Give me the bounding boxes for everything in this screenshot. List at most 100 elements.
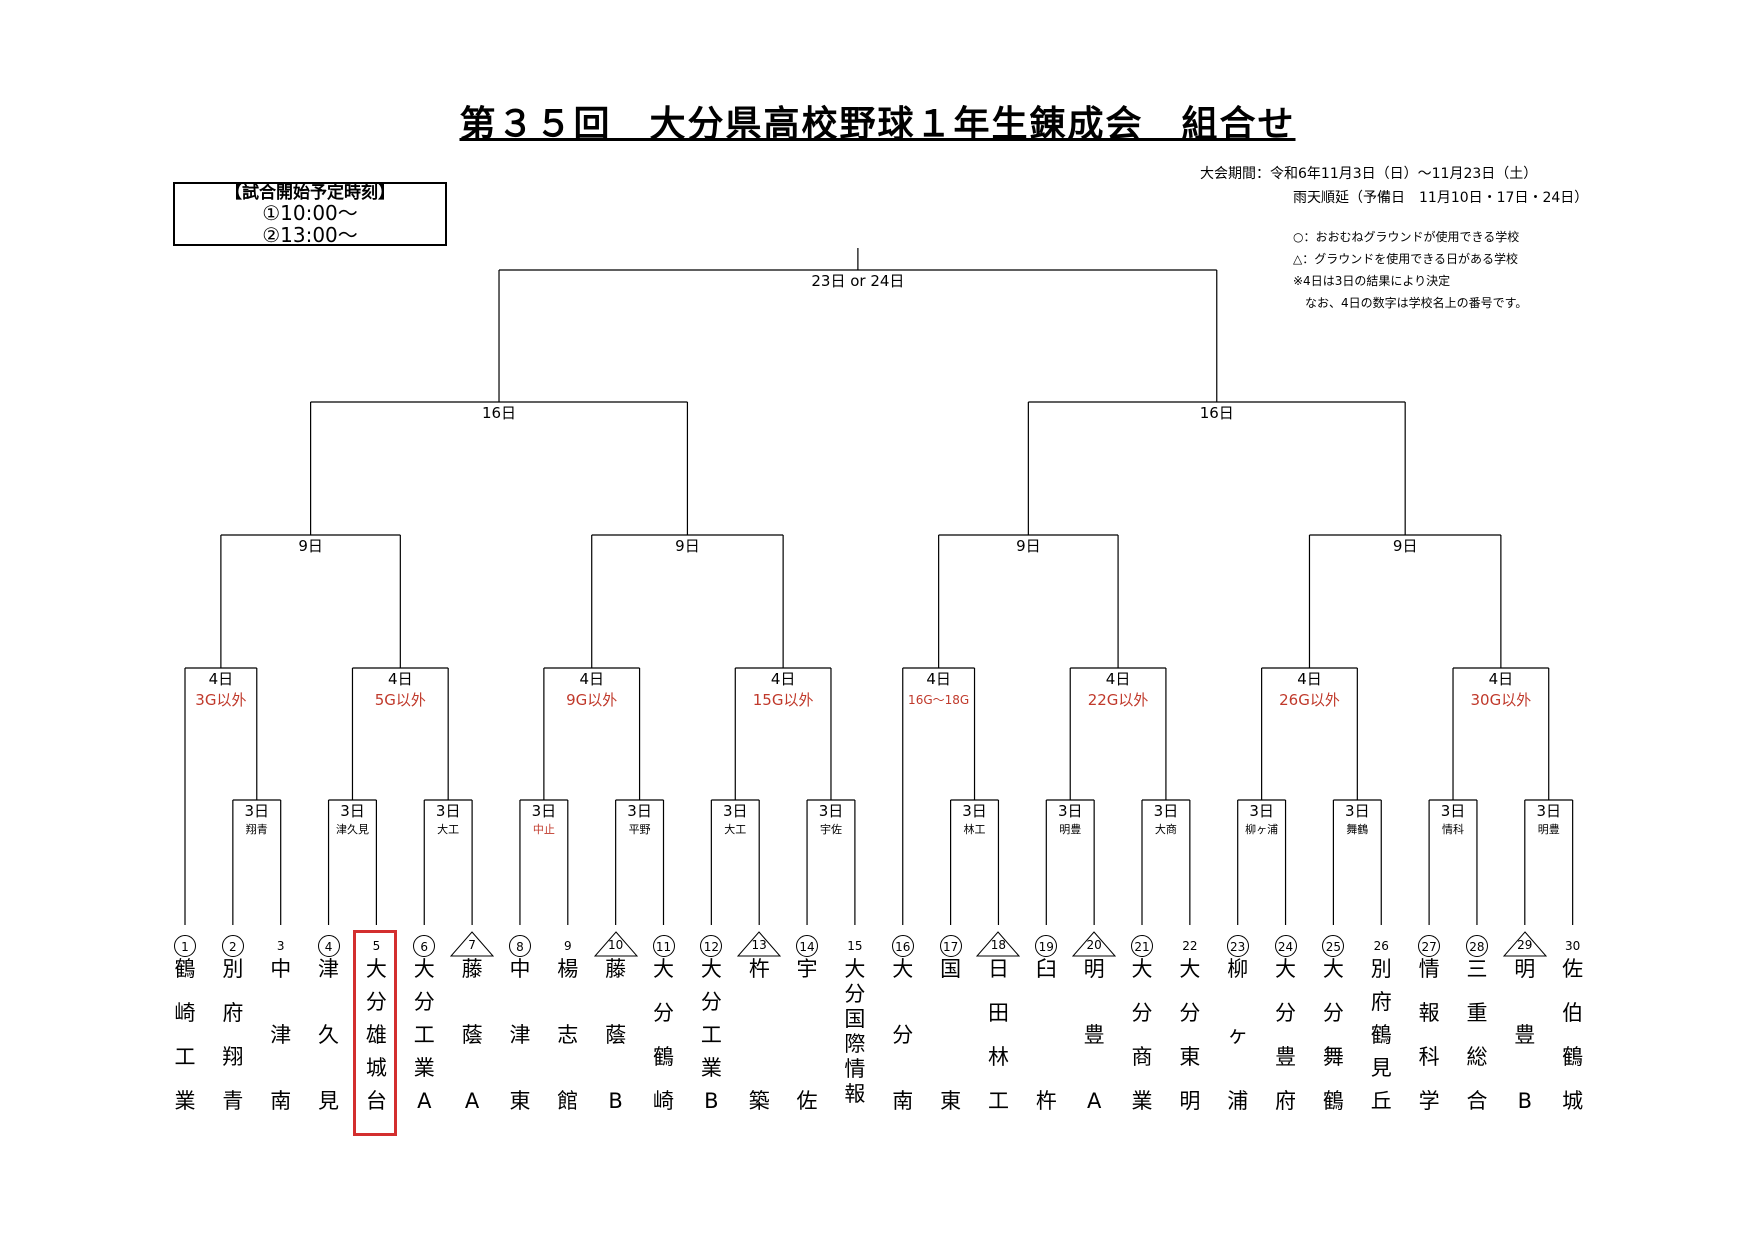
team-name-char: 工: [174, 1045, 196, 1069]
team-name: 杵築: [741, 957, 777, 1127]
team-number: 18: [990, 938, 1007, 952]
team-name-char: 林: [987, 1045, 1009, 1069]
team-name-char: 分: [700, 990, 722, 1014]
r1-venue-label: 中止: [532, 823, 555, 836]
team-name-char: 津: [318, 957, 340, 981]
team-name: 鶴崎工業: [167, 957, 203, 1127]
team-name-char: 豊: [1514, 1023, 1536, 1047]
team-name-char: 柳: [1227, 957, 1249, 981]
team-name-char: 大: [892, 957, 914, 981]
team-name-char: 情: [1418, 957, 1440, 981]
r2-exception-label: 16G～18G: [908, 693, 970, 707]
team-name-char: 丘: [1370, 1089, 1392, 1113]
team-name-char: 浦: [1227, 1089, 1249, 1113]
team-name-char: A: [417, 1089, 432, 1113]
team-name: 大分南: [885, 957, 921, 1127]
r1-venue-label: 情科: [1442, 823, 1465, 836]
r1-date-label: 3日: [818, 802, 844, 820]
r1-date-label: 3日: [1536, 802, 1561, 820]
circled-team-number: 14: [796, 935, 819, 957]
team-name-char: 大: [844, 957, 866, 981]
team-name-char: 学: [1418, 1089, 1440, 1113]
r2-exception-label: 15G以外: [752, 691, 814, 709]
team-name: 別府鶴見丘: [1363, 957, 1399, 1127]
team-name-char: 鶴: [1562, 1045, 1584, 1069]
team-name-char: 業: [1131, 1089, 1153, 1113]
r1-venue-label: 舞鶴: [1346, 823, 1369, 836]
team-name-char: 台: [365, 1089, 387, 1113]
start-time-box: 【試合開始予定時刻】 ①10:00～ ②13:00～: [173, 182, 447, 246]
triangle-team-number: 10: [593, 931, 638, 957]
team-name-char: 蔭: [461, 1023, 483, 1047]
team-name-char: B: [704, 1089, 719, 1113]
team-name: 大分東明: [1172, 957, 1208, 1127]
team-name-char: 業: [413, 1056, 435, 1080]
team-name: 別府翔青: [215, 957, 251, 1127]
team-name-char: 南: [892, 1089, 914, 1113]
team-name: 大分豊府: [1268, 957, 1304, 1127]
team-name: 臼杵: [1028, 957, 1064, 1127]
team-name-char: 鶴: [174, 957, 196, 981]
team-name-char: 佐: [1562, 957, 1584, 981]
team-name-char: 分: [844, 982, 866, 1006]
team-name-char: 分: [365, 990, 387, 1014]
r2-date-label: 4日: [1105, 670, 1131, 688]
r1-date-label: 3日: [962, 802, 987, 820]
team-name-char: 楊: [557, 957, 579, 981]
team-number: 20: [1086, 938, 1102, 952]
team-name-char: 大: [1275, 957, 1297, 981]
team-name-char: 報: [1418, 1001, 1440, 1025]
team-number: 30: [1565, 939, 1581, 953]
team-name-char: 明: [1083, 957, 1105, 981]
team-name: 大分舞鶴: [1315, 957, 1351, 1127]
team-name-char: 府: [1370, 990, 1392, 1014]
r2-date-label: 4日: [770, 670, 796, 688]
team-name-char: 大: [1179, 957, 1201, 981]
r2-date-label: 4日: [1297, 670, 1322, 688]
team-number: 13: [751, 938, 767, 952]
team-name-char: A: [1086, 1089, 1102, 1113]
team-name: 宇佐: [789, 957, 825, 1127]
r2-date-label: 4日: [208, 670, 234, 688]
r2-date-label: 4日: [1488, 670, 1514, 688]
r1-venue-label: 宇佐: [819, 823, 842, 836]
team-number: 22: [1182, 939, 1198, 953]
team-number: 15: [847, 939, 863, 953]
team-name: 柳ヶ浦: [1220, 957, 1256, 1127]
team-name-char: 城: [1562, 1089, 1584, 1113]
team-number: 5: [372, 939, 381, 953]
legend-circle: ○：おおむねグラウンドが使用できる学校: [1293, 230, 1520, 244]
team-name-char: 情: [844, 1057, 866, 1081]
team-name: 日田林工: [980, 957, 1016, 1127]
team-number: 9: [563, 939, 572, 953]
r1-date-label: 3日: [722, 802, 748, 820]
qf-date-label: 9日: [1016, 537, 1041, 555]
team-name-char: 久: [318, 1023, 340, 1047]
final-date-label: 23日 or 24日: [811, 272, 905, 290]
team-name: 国東: [933, 957, 969, 1127]
r1-venue-label: 津久見: [335, 823, 369, 836]
legend-triangle: △：グラウンドを使用できる日がある学校: [1293, 252, 1518, 266]
circled-team-number: 8: [508, 935, 531, 957]
team-name-char: 豊: [1275, 1045, 1297, 1069]
triangle-team-number: 7: [450, 931, 495, 957]
team-name-char: 大: [365, 957, 387, 981]
circled-team-number: 21: [1131, 935, 1153, 957]
triangle-icon: [593, 931, 638, 957]
team-name: 三重総合: [1459, 957, 1495, 1127]
circled-team-number: 28: [1465, 935, 1488, 957]
legend-note-4th: ※4日は3日の結果により決定: [1293, 274, 1451, 288]
r1-date-label: 3日: [1440, 802, 1466, 820]
team-name-char: 藤: [605, 957, 627, 981]
team-name-char: 際: [844, 1032, 866, 1056]
circled-team-number: 12: [700, 935, 723, 957]
team-name-char: B: [1517, 1089, 1532, 1113]
team-name-char: 城: [365, 1056, 387, 1080]
team-number: 26: [1373, 939, 1389, 953]
team-name-char: 東: [509, 1089, 531, 1113]
sf-date-label: 16日: [1199, 404, 1234, 422]
team-name-char: 重: [1466, 1001, 1488, 1025]
r2-exception-label: 30G以外: [1470, 691, 1532, 709]
